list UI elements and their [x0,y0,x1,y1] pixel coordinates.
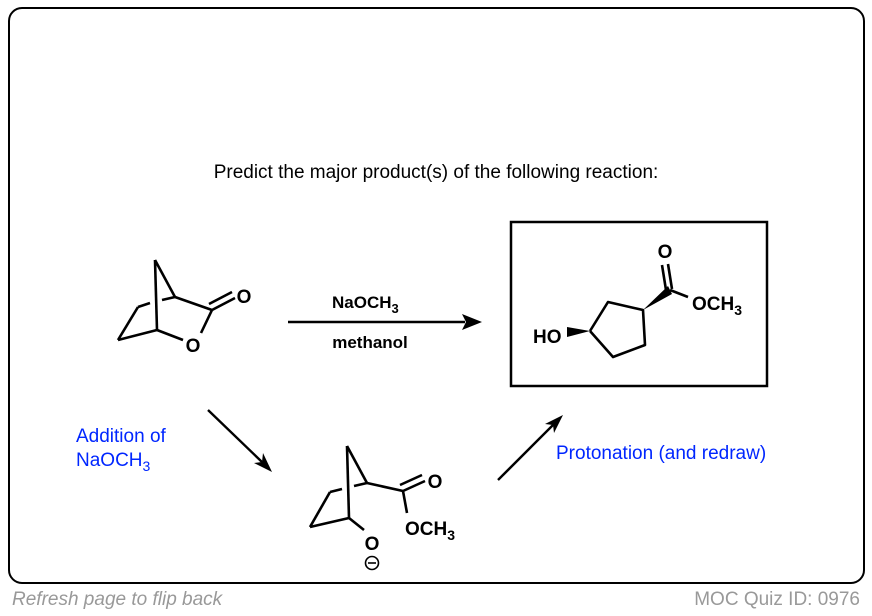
step1-label: Addition of [76,426,167,447]
ring-o-label: O [186,336,201,357]
quiz-card[interactable] [8,7,865,584]
intermediate-carbonyl-o: O [428,472,443,493]
flip-back-hint: Refresh page to flip back [12,589,223,610]
product-carbonyl-o: O [658,242,673,263]
step2-arrow [497,415,563,481]
tetrahedral-intermediate [308,445,426,532]
wedge-bond [567,327,590,337]
wedge-bond [643,286,672,310]
solvent-label: methanol [332,333,408,352]
step2-label: Protonation (and redraw) [556,443,766,464]
intermediate-ester-label: OCH3 [405,519,455,543]
quiz-id: MOC Quiz ID: 0976 [694,589,860,610]
question-text: Predict the major product(s) of the foll… [214,162,659,183]
step1-arrow [207,409,272,472]
starting-material [116,259,236,342]
product-ester-label: OCH3 [692,294,742,318]
carbonyl-o-label: O [237,287,252,308]
negative-charge-icon [364,555,380,571]
hydroxyl-label: HO [533,327,562,348]
alkoxide-o: O [365,534,380,555]
reagent-label: NaOCH3 [332,293,399,316]
step1-reagent: NaOCH3 [76,450,151,474]
reaction-arrow [288,314,482,330]
answer-box [509,220,769,388]
product [588,263,689,359]
